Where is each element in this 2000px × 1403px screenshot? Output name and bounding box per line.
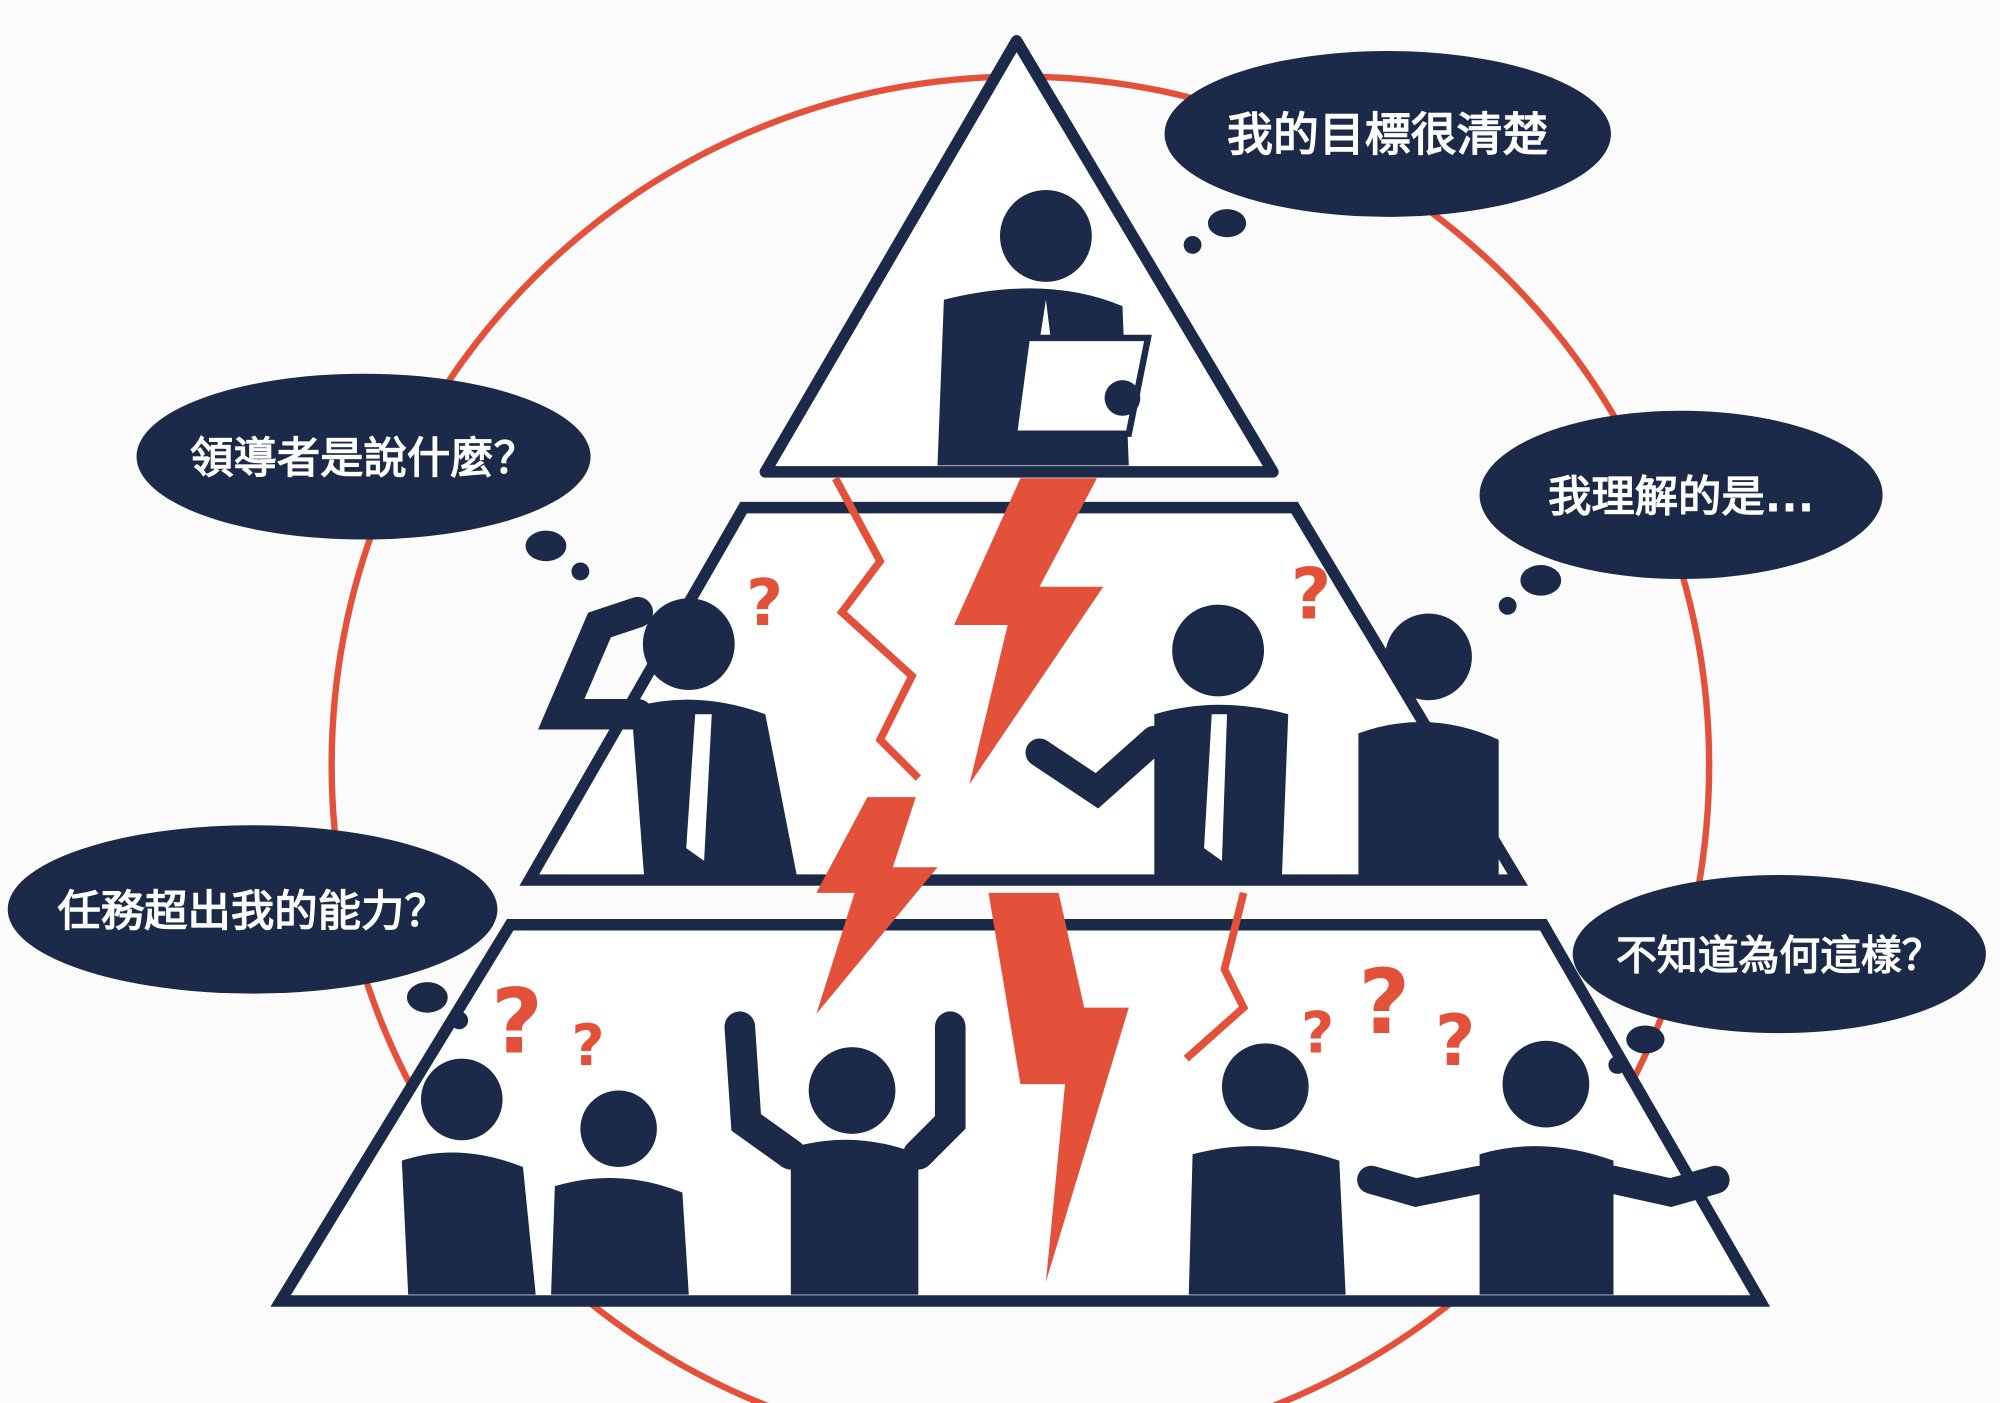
lightning-bolts bbox=[816, 476, 1249, 1282]
bubble-text: 我理解的是... bbox=[1548, 472, 1814, 522]
bottom-figure-1 bbox=[401, 1058, 536, 1295]
bottom-figure-shrugging bbox=[1357, 1040, 1730, 1295]
lightning-icon bbox=[816, 797, 938, 1014]
bubble-text: 任務超出我的能力？ bbox=[57, 887, 447, 937]
bubble-text: 我的目標很清楚 bbox=[1227, 108, 1548, 162]
bottom-figure-arms-raised bbox=[724, 1011, 966, 1295]
question-mark-icon: ? bbox=[1291, 554, 1332, 636]
question-mark-icon: ? bbox=[1301, 999, 1334, 1066]
question-mark-icon: ? bbox=[491, 970, 543, 1074]
confused-employee-figure bbox=[538, 596, 798, 878]
question-mark-icon: ? bbox=[1435, 1000, 1476, 1082]
question-mark-icon: ? bbox=[746, 567, 783, 641]
speech-bubble-middle-left: 領導者是說什麼？ bbox=[136, 373, 591, 581]
leader-figure bbox=[937, 190, 1152, 466]
speech-bubble-middle-right: 我理解的是... bbox=[1479, 410, 1883, 615]
bubble-text: 不知道為何這樣？ bbox=[1616, 931, 1942, 979]
crack-line bbox=[832, 476, 922, 781]
shrugging-employee-figure bbox=[1025, 604, 1289, 878]
question-mark-icon: ? bbox=[1358, 951, 1410, 1055]
speech-bubble-leader: 我的目標很清楚 bbox=[1164, 51, 1611, 254]
speech-bubble-bottom-right: 不知道為何這樣？ bbox=[1572, 874, 1986, 1074]
question-mark-icon: ? bbox=[571, 1012, 604, 1079]
bubble-text: 領導者是說什麼？ bbox=[190, 434, 537, 484]
bottom-figure-2 bbox=[551, 1090, 689, 1295]
bottom-figure-4 bbox=[1188, 1043, 1346, 1295]
lightning-icon bbox=[988, 892, 1129, 1282]
crack-line bbox=[1183, 891, 1249, 1062]
speech-bubble-bottom-left: 任務超出我的能力？ bbox=[7, 825, 498, 1030]
lightning-icon bbox=[954, 478, 1104, 785]
thinking-employee-figure bbox=[1358, 613, 1499, 878]
